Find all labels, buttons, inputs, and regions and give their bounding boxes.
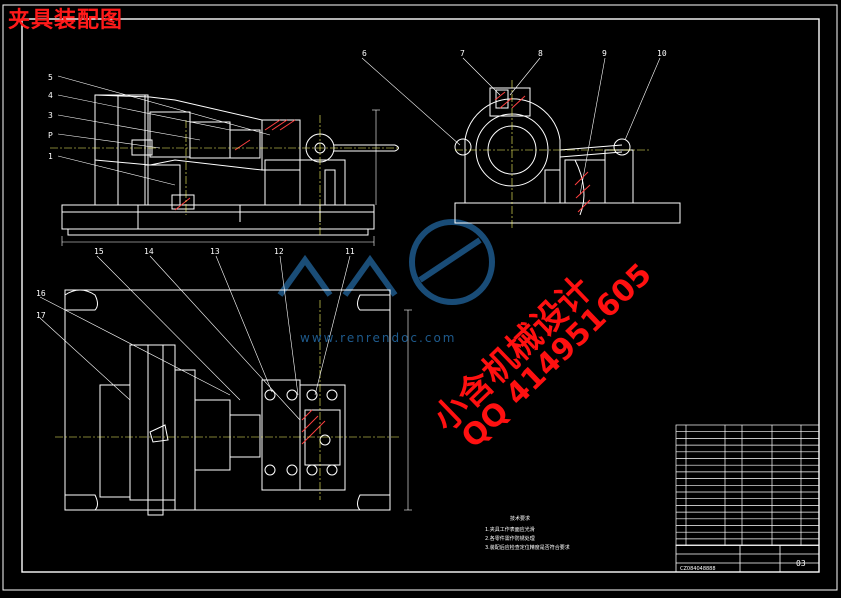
side-view: [454, 87, 681, 224]
tech-notes-heading: 技术要求: [510, 515, 530, 522]
callout-10: 10: [657, 49, 667, 58]
callout-15: 15: [94, 247, 104, 256]
top-view-dimensions: [404, 309, 412, 511]
front-view-hatch: [174, 119, 296, 211]
sheet-label: 03: [796, 559, 806, 568]
inner-frame: [21, 18, 820, 573]
drawing-number: CZ084048888: [680, 566, 716, 572]
callout-7: 7: [460, 49, 465, 58]
callout-14: 14: [144, 247, 154, 256]
centerlines-top: [55, 300, 400, 500]
callout-13: 13: [210, 247, 220, 256]
callout-1: 1: [48, 152, 53, 161]
front-view: [61, 94, 399, 236]
callout-17: 17: [36, 311, 46, 320]
callout-11: 11: [345, 247, 355, 256]
front-view-dimensions: [61, 109, 380, 246]
callouts-top: 5 4 3 P 1 6 7 8 9 10: [48, 49, 667, 161]
top-view-hatch: [301, 409, 326, 445]
top-view: [64, 289, 391, 516]
callout-4: 4: [48, 91, 53, 100]
drawing-title: 夹具装配图: [8, 8, 124, 33]
callout-9: 9: [602, 49, 607, 58]
centerlines-side: [455, 80, 650, 230]
callout-3: 3: [48, 111, 53, 120]
tech-note-1: 1.夹具工作表面应光滑: [485, 526, 535, 533]
callout-8: 8: [538, 49, 543, 58]
outer-frame: [2, 4, 838, 591]
tech-notes: 技术要求 1.夹具工作表面应光滑 2.各零件需作防锈处理 3.装配后应检查定位精…: [485, 515, 570, 551]
tech-note-2: 2.各零件需作防锈处理: [485, 535, 535, 542]
callout-6: 6: [362, 49, 367, 58]
watermark-logo: [277, 219, 495, 305]
callouts-bottom: 15 14 13 12 11 16 17: [36, 247, 355, 320]
leaders-bottom: [39, 255, 351, 421]
centerlines-front: [50, 115, 400, 235]
side-view-hatch: [494, 91, 591, 213]
callout-12: 12: [274, 247, 284, 256]
title-block: [675, 544, 820, 573]
callout-p: P: [48, 131, 53, 140]
tech-note-3: 3.装配后应检查定位精度是否符合要求: [485, 544, 570, 551]
watermark-site: www.renrendoc.com: [300, 331, 456, 345]
callout-5: 5: [48, 73, 53, 82]
leaders-front: [57, 57, 661, 196]
callout-16: 16: [36, 289, 46, 298]
parts-list: [675, 424, 820, 546]
